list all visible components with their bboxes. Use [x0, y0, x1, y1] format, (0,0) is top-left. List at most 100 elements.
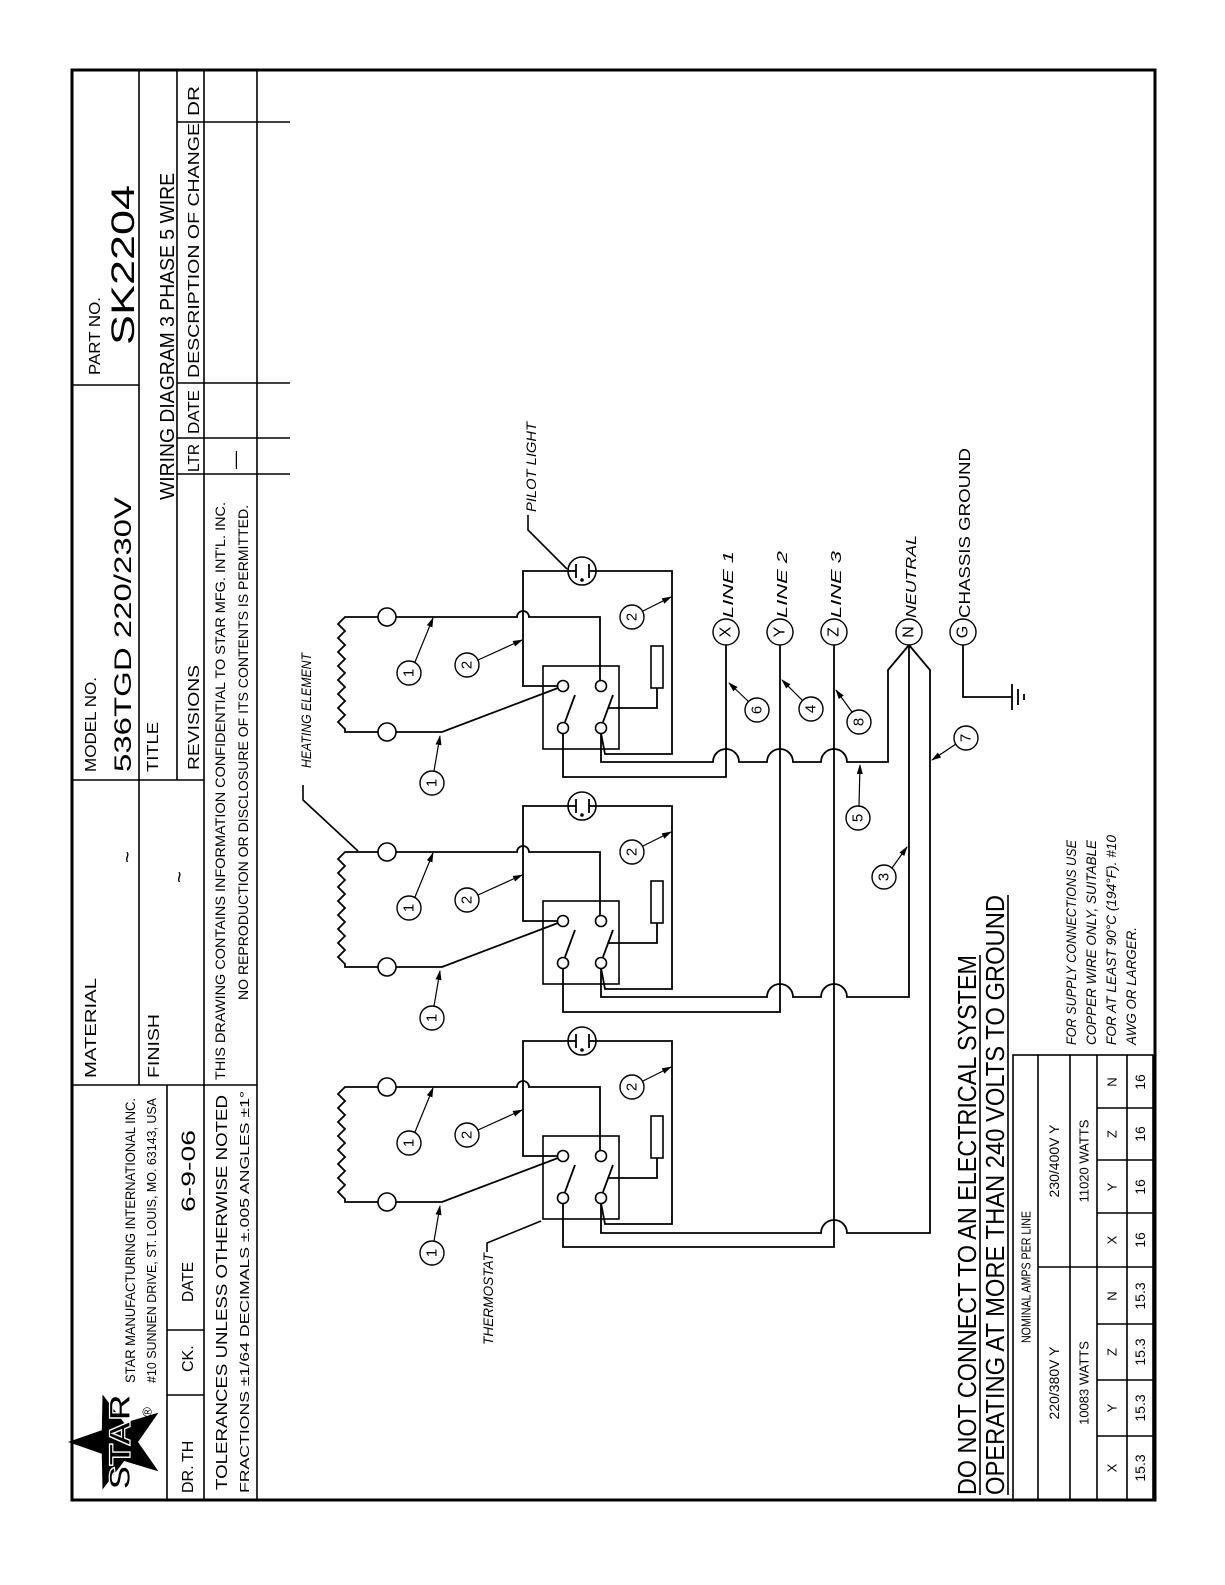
confidential-notice-line-2: NO REPRODUCTION OR DISCLOSURE OF ITS CON… — [235, 505, 251, 1000]
terminal-y: Y LINE 2 — [766, 550, 794, 646]
amps-value: 16 — [1132, 1179, 1148, 1195]
amps-value: 16 — [1132, 1232, 1148, 1248]
wire-tag: 1 — [419, 735, 445, 796]
revisions-col-dr: DR — [186, 86, 203, 116]
voltage-230: 230/400V Y — [1046, 1124, 1062, 1198]
svg-text:THERMOSTAT: THERMOSTAT — [480, 1252, 496, 1345]
svg-text:2: 2 — [624, 1083, 641, 1091]
svg-text:1: 1 — [424, 779, 441, 787]
wire-tag: 2 — [619, 596, 672, 630]
title-block-frame — [70, 68, 1157, 1502]
thermostat-switch-icon — [542, 1115, 664, 1220]
terminal-n: N NEUTRAL — [895, 535, 923, 646]
wire-tag-line3: 8 — [835, 689, 872, 735]
wire-tag-line1: 6 — [728, 682, 770, 723]
wire-tag: 2 — [454, 1109, 523, 1148]
revisions-col-description: DESCRIPTION OF CHANGE — [186, 123, 203, 378]
tolerances-heading: TOLERANCES UNLESS OTHERWISE NOTED — [214, 1095, 231, 1490]
col-header: X — [1105, 1463, 1120, 1472]
material-label: MATERIAL — [83, 978, 100, 1078]
date-label: DATE — [180, 1262, 197, 1302]
terminal-x: X LINE 1 — [712, 551, 740, 646]
company-address: #10 SUNNEN DRIVE, ST. LOUIS, MO. 63143, … — [144, 1098, 159, 1383]
pilot-light-callout: PILOT LIGHT — [523, 420, 568, 570]
drawing-title: WIRING DIAGRAM 3 PHASE 5 WIRE — [157, 173, 179, 500]
heater-module-2: 1 1 2 2 — [336, 791, 673, 1031]
thermostat-callout: THERMOSTAT — [480, 1220, 542, 1345]
terminal-label: NEUTRAL — [903, 535, 920, 618]
watts-230: 11020 WATTS — [1077, 1119, 1092, 1202]
watts-220: 10083 WATTS — [1077, 1341, 1092, 1425]
wire-tag: 2 — [619, 831, 672, 865]
thermostat-switch-icon — [542, 645, 664, 750]
drawn-by: TH — [180, 1441, 197, 1462]
supply-note-line-1: FOR SUPPLY CONNECTIONS USE — [1063, 839, 1079, 1045]
supply-note-line-2: COPPER WIRE ONLY, SUITABLE — [1083, 839, 1099, 1045]
wire-tag-neutral-b: 3 — [871, 846, 908, 890]
supply-note-line-3: FOR AT LEAST 90°C (194°F). #10 — [1103, 835, 1119, 1045]
svg-text:8: 8 — [851, 718, 868, 726]
supply-note-line-4: AWG OR LARGER. — [1123, 927, 1139, 1046]
wire-tag: 1 — [396, 852, 434, 921]
warning-line-1: DO NOT CONNECT TO AN ELECTRICAL SYSTEM — [952, 955, 982, 1495]
heating-element-icon — [336, 842, 397, 977]
svg-text:N: N — [901, 626, 918, 638]
drawn-by-label: DR. — [180, 1465, 197, 1493]
terminal-label: CHASSIS GROUND — [957, 448, 974, 618]
heating-element-icon — [336, 607, 397, 742]
pilot-light-icon — [567, 791, 597, 821]
svg-text:1: 1 — [401, 1139, 418, 1147]
terminal-g: G CHASSIS GROUND — [949, 448, 977, 646]
heating-element-callout: HEATING ELEMENT — [298, 652, 359, 852]
svg-text:1: 1 — [401, 669, 418, 677]
amps-value: 15.3 — [1132, 1338, 1148, 1365]
svg-text:5: 5 — [850, 814, 867, 822]
svg-text:2: 2 — [459, 896, 476, 904]
wire-tag: 2 — [454, 639, 523, 678]
svg-text:X: X — [718, 626, 735, 637]
wire-tag: 2 — [619, 1066, 672, 1100]
checked-label: CK. — [180, 1345, 197, 1372]
col-header: Z — [1105, 1130, 1120, 1138]
model-label: MODEL NO. — [83, 677, 100, 772]
svg-text:6: 6 — [749, 706, 766, 714]
registered-mark: ® — [140, 1407, 155, 1417]
terminal-label: LINE 3 — [828, 550, 845, 618]
svg-text:3: 3 — [876, 873, 893, 881]
ground-icon — [1011, 684, 1025, 710]
warning-line-2: OPERATING AT MORE THAN 240 VOLTS TO GROU… — [980, 895, 1010, 1495]
finish-label: FINISH — [146, 1014, 163, 1078]
col-header: X — [1105, 1235, 1120, 1244]
supply-wiring — [562, 644, 1012, 1248]
revision-row-ltr: — — [225, 451, 245, 469]
pilot-light-icon — [567, 1026, 597, 1056]
voltage-220: 220/380V Y — [1046, 1346, 1062, 1420]
company-name: STAR MANUFACTURING INTERNATIONAL INC. — [122, 1098, 138, 1383]
drawing-date: 6-9-06 — [179, 1130, 200, 1212]
wire-tag: 1 — [419, 970, 445, 1031]
svg-text:PILOT LIGHT: PILOT LIGHT — [523, 420, 539, 512]
amps-table-header: NOMINAL AMPS PER LINE — [1019, 1211, 1034, 1343]
col-header: Y — [1105, 1182, 1120, 1191]
confidential-notice-line-1: THIS DRAWING CONTAINS INFORMATION CONFID… — [212, 502, 228, 1080]
pilot-light-icon — [567, 556, 597, 586]
part-label: PART NO. — [87, 297, 104, 375]
wire-tag-neutral-a: 5 — [845, 764, 871, 831]
heating-element-icon — [336, 1077, 397, 1212]
terminal-z: Z LINE 3 — [820, 550, 848, 646]
svg-text:2: 2 — [624, 613, 641, 621]
wire-tag: 1 — [396, 617, 434, 686]
svg-text:1: 1 — [424, 1249, 441, 1257]
svg-text:7: 7 — [958, 734, 975, 742]
amps-value: 16 — [1132, 1074, 1148, 1090]
amps-value: 15.3 — [1132, 1454, 1148, 1481]
part-number: SK2204 — [105, 185, 141, 345]
col-header: Z — [1105, 1348, 1120, 1356]
wire-tag: 2 — [454, 874, 523, 913]
heater-module-3: 1 1 2 2 — [336, 1026, 673, 1266]
heater-module-1: 1 1 2 2 — [336, 556, 673, 796]
svg-text:1: 1 — [401, 904, 418, 912]
terminal-label: LINE 1 — [720, 551, 737, 618]
logo-text: STAR — [104, 1394, 137, 1489]
